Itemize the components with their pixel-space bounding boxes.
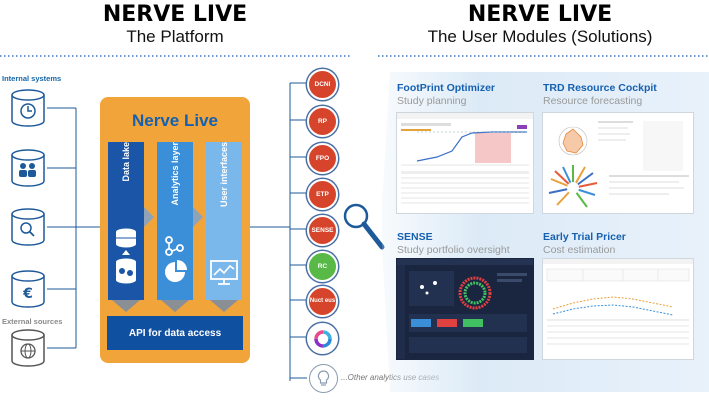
trd-dashboard-image (548, 121, 689, 208)
internal-system-clock-db (10, 89, 46, 127)
module-dcni[interactable]: DCNI (307, 69, 338, 100)
header-dividers (0, 55, 709, 57)
solution-sense-subtitle: Study portfolio oversight (397, 244, 510, 256)
monitor-chart-icon (210, 260, 238, 285)
clock-icon (11, 89, 45, 127)
data-lake-column: Data lake (108, 142, 144, 300)
internal-system-people-db (10, 149, 46, 187)
module-sense[interactable]: SENSE (307, 215, 338, 246)
donut-icon (313, 329, 332, 348)
platform-header-subtitle: The Platform (126, 27, 224, 46)
sense-dashboard-image (397, 259, 533, 359)
module-rc[interactable]: RC (307, 251, 338, 282)
external-sources-label: External sources (2, 317, 63, 326)
solution-etp-subtitle: Cost estimation (543, 244, 616, 256)
trd-resource-cockpit-screenshot[interactable] (542, 112, 694, 214)
platform-title: Nerve Live (132, 111, 218, 130)
magnifier-icon (343, 203, 385, 250)
module-donut[interactable] (307, 323, 338, 354)
api-data-access-bar: API for data access (107, 316, 243, 350)
globe-icon (11, 329, 45, 367)
analytics-icon (165, 236, 187, 282)
user-interfaces-label: User interfaces (219, 142, 229, 208)
modules-header-title: NERVE LIVE (467, 2, 613, 27)
module-nucleus[interactable]: Nuct eus (307, 286, 338, 317)
people-icon (11, 149, 45, 187)
down-arrows (112, 300, 238, 312)
flow-arrow-1 (144, 207, 154, 227)
etp-dashboard-image (543, 259, 693, 345)
data-lake-label: Data lake (121, 142, 131, 182)
module-rp[interactable]: RP (307, 106, 338, 137)
database-stack-icon (116, 228, 136, 284)
module-etp[interactable]: ETP (307, 179, 338, 210)
footprint-optimizer-screenshot[interactable] (396, 112, 534, 214)
solution-footprint-title: FootPrint Optimizer (397, 82, 495, 94)
search-icon (11, 208, 45, 246)
early-trial-pricer-screenshot[interactable] (542, 258, 694, 360)
internal-system-finance-db: € (10, 270, 46, 308)
solution-trd-title: TRD Resource Cockpit (543, 82, 657, 94)
solution-trd-subtitle: Resource forecasting (543, 95, 643, 107)
analytics-layer-label: Analytics layer (170, 142, 180, 206)
solution-etp-title: Early Trial Pricer (543, 231, 626, 243)
footprint-dashboard-image (397, 113, 533, 204)
svg-text:€: € (22, 286, 33, 302)
analytics-layer-column: Analytics layer (157, 142, 193, 300)
sense-screenshot[interactable] (396, 258, 534, 360)
solution-sense-title: SENSE (397, 231, 433, 243)
lightbulb-icon (317, 370, 330, 386)
internal-system-search-db (10, 208, 46, 246)
modules-header-subtitle: The User Modules (Solutions) (427, 27, 653, 46)
euro-icon: € (11, 270, 45, 308)
external-source-db (10, 329, 46, 367)
platform-header-title: NERVE LIVE (102, 2, 248, 27)
solution-footprint-subtitle: Study planning (397, 95, 467, 107)
flow-arrow-2 (193, 207, 203, 227)
module-fpo[interactable]: FPO (307, 143, 338, 174)
user-interfaces-column: User interfaces (206, 142, 242, 300)
internal-systems-label: Internal systems (2, 74, 62, 83)
module-other[interactable] (309, 364, 338, 393)
